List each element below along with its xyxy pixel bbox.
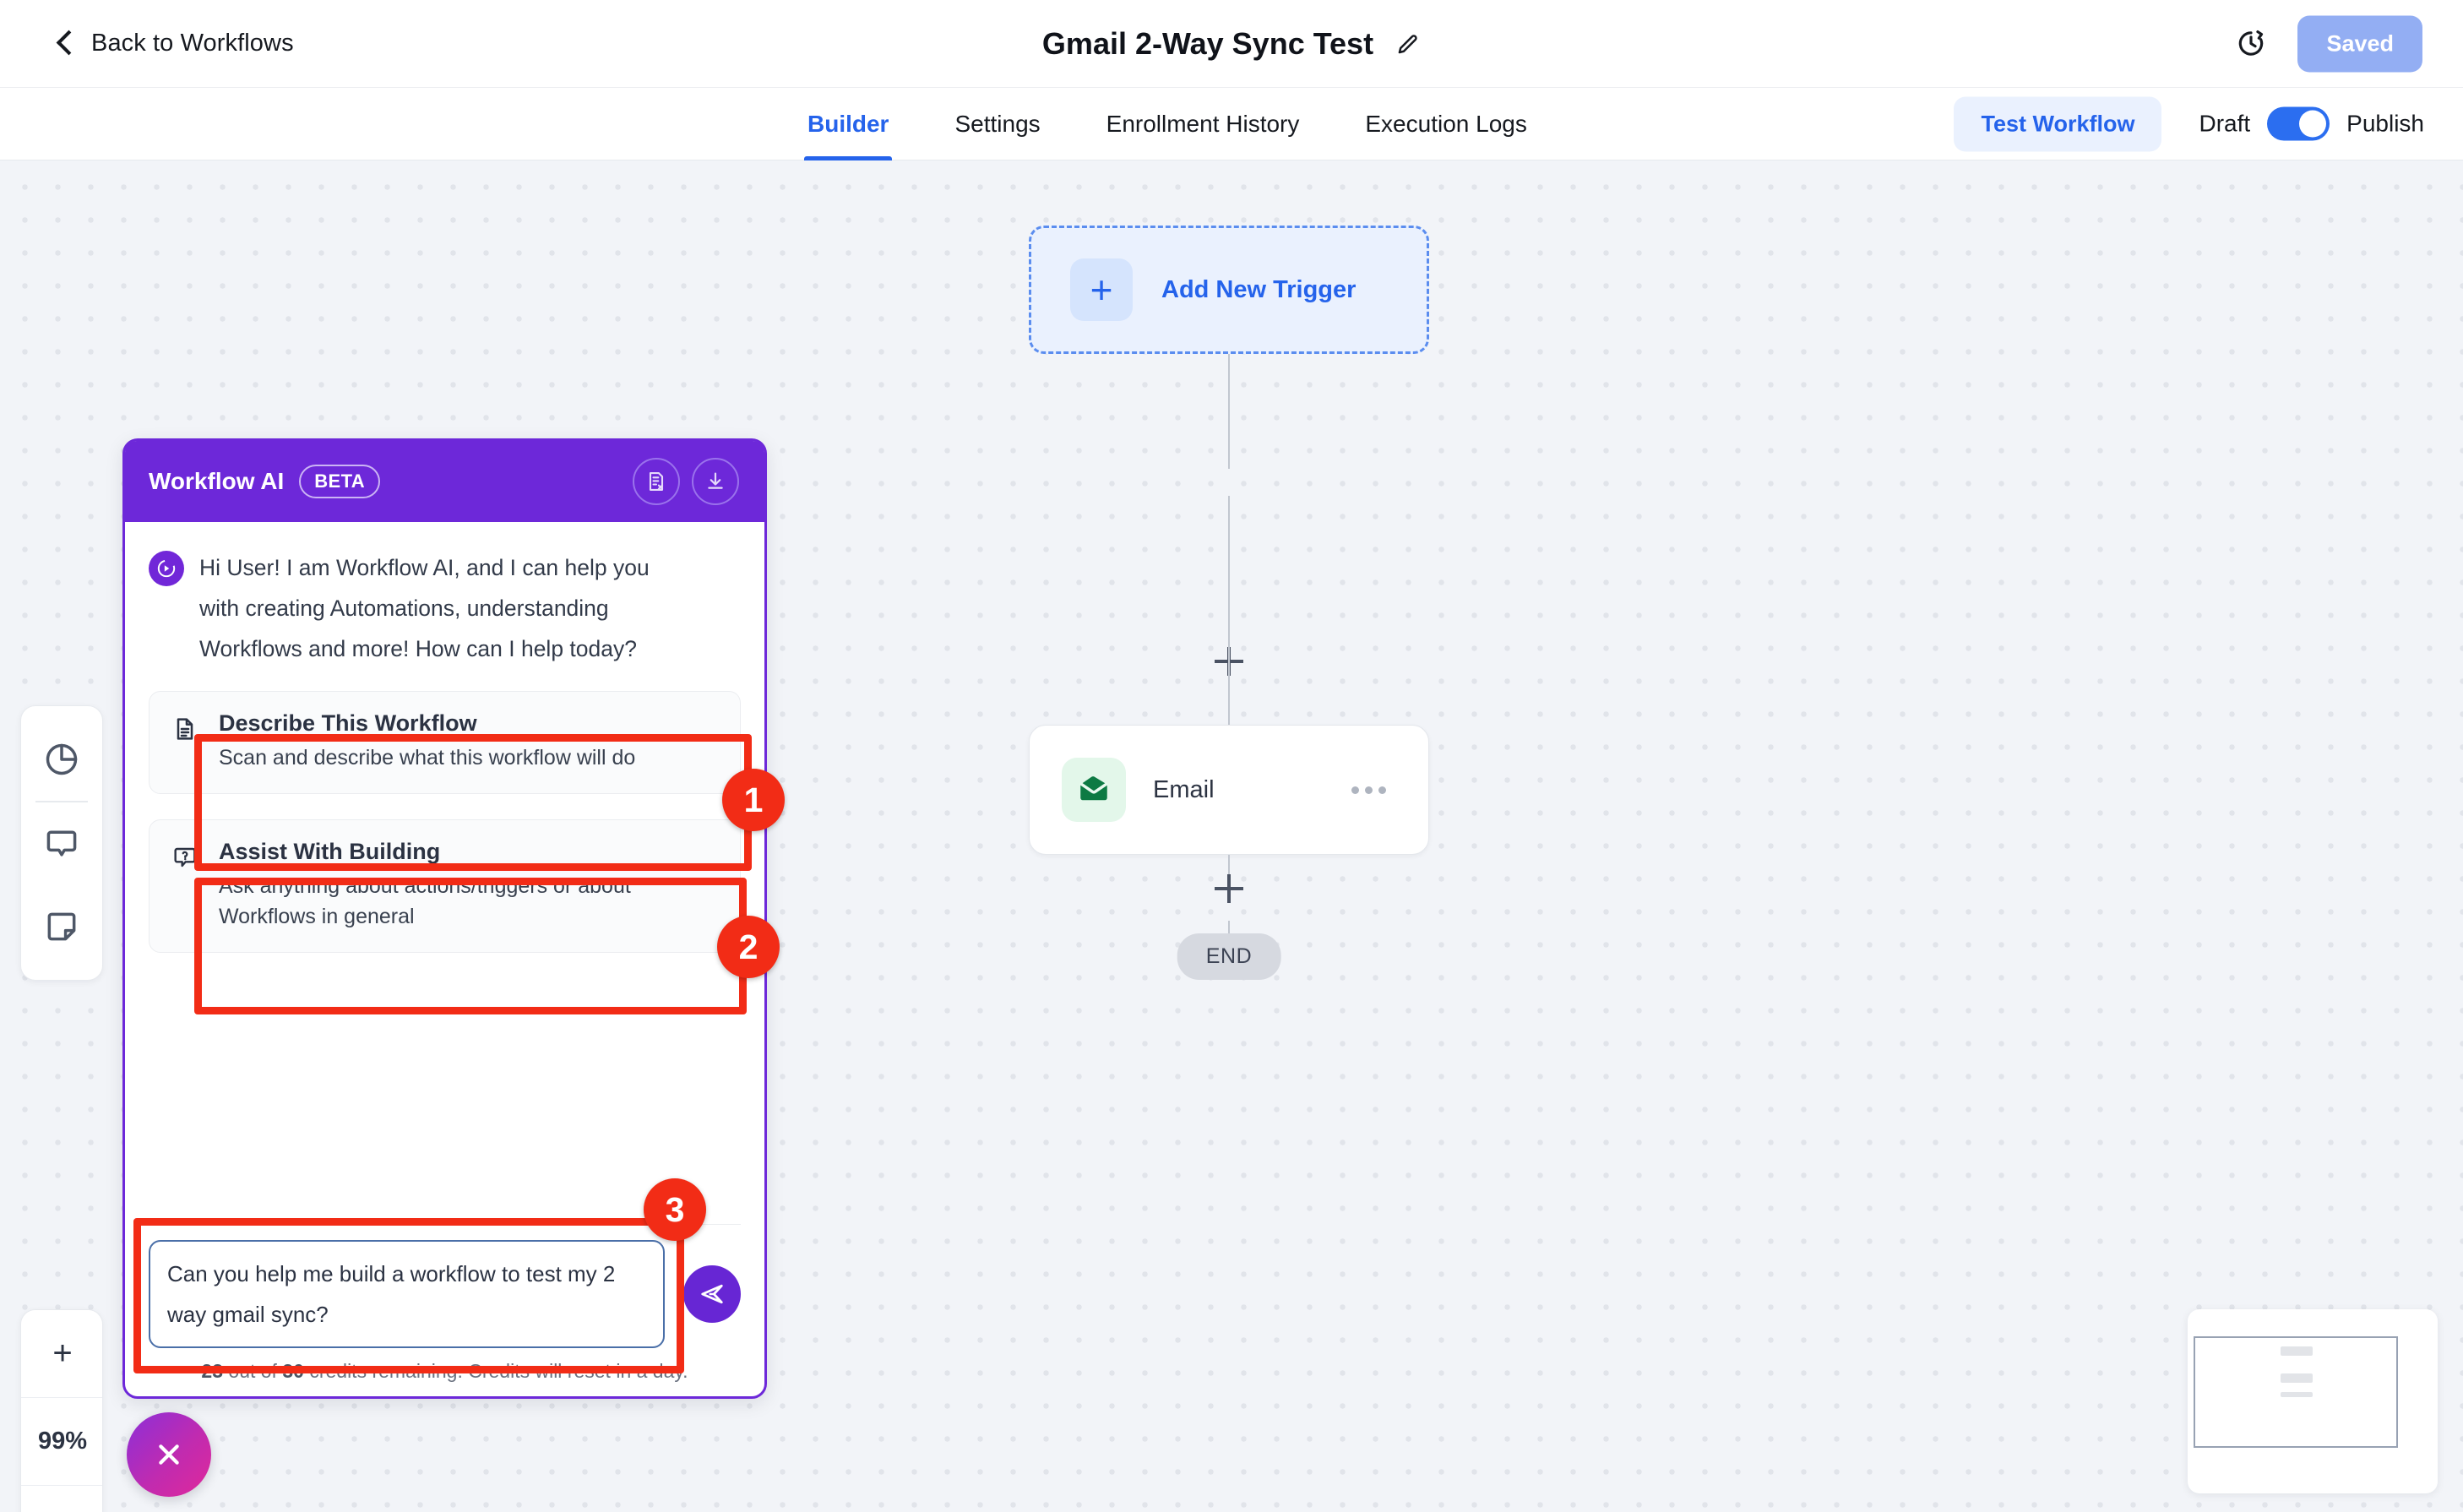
connector-line <box>1228 496 1230 725</box>
workflow-title-group: Gmail 2-Way Sync Test <box>1042 26 1421 62</box>
credits-total: 30 <box>282 1360 304 1382</box>
tab-bar-actions: Test Workflow Draft Publish <box>1954 96 2424 151</box>
test-workflow-button[interactable]: Test Workflow <box>1954 96 2162 151</box>
download-icon[interactable] <box>692 458 739 505</box>
describe-this-workflow-suggestion[interactable]: Describe This Workflow Scan and describe… <box>149 691 741 794</box>
add-step-handle-2[interactable] <box>1215 874 1243 903</box>
tab-builder[interactable]: Builder <box>804 88 893 160</box>
clock-history-icon[interactable] <box>2235 28 2267 60</box>
plus-icon: + <box>1070 258 1133 321</box>
envelope-icon <box>1062 758 1126 822</box>
document-icon <box>171 710 202 773</box>
workflow-ai-header-actions <box>633 458 739 505</box>
send-button[interactable] <box>683 1265 741 1323</box>
chat-input[interactable] <box>149 1240 665 1348</box>
back-to-workflows-button[interactable]: Back to Workflows <box>54 29 294 59</box>
chevron-left-icon <box>54 29 76 59</box>
suggestion-list: Describe This Workflow Scan and describe… <box>149 691 741 953</box>
workflow-ai-footer: 23 out of 30 credits remaining. Credits … <box>125 1224 764 1396</box>
end-node: END <box>1177 933 1281 980</box>
analytics-icon[interactable] <box>20 718 103 801</box>
top-bar-actions: Saved <box>2235 15 2422 72</box>
ellipsis-icon[interactable] <box>1343 778 1395 802</box>
note-icon[interactable] <box>20 885 103 968</box>
assistant-message: Hi User! I am Workflow AI, and I can hel… <box>149 547 741 669</box>
publish-toggle-group: Draft Publish <box>2199 106 2424 141</box>
minimap-viewport[interactable] <box>2194 1336 2398 1448</box>
zoom-out-button[interactable]: — <box>21 1486 102 1512</box>
suggestion-title: Describe This Workflow <box>219 710 477 736</box>
tab-enrollment-history[interactable]: Enrollment History <box>1106 111 1300 137</box>
add-new-trigger-label: Add New Trigger <box>1161 275 1357 303</box>
credits-mid: out of <box>223 1360 283 1382</box>
tab-list: Builder Settings Enrollment History Exec… <box>804 88 1531 160</box>
email-action-node[interactable]: Email <box>1029 725 1429 855</box>
toggle-knob <box>2299 110 2327 138</box>
zoom-in-button[interactable]: + <box>21 1310 102 1398</box>
zoom-controls: + 99% — <box>20 1309 103 1512</box>
close-icon <box>159 1444 179 1465</box>
workflow-ai-panel: Workflow AI BETA <box>122 438 767 1399</box>
back-to-workflows-label: Back to Workflows <box>91 30 294 57</box>
beta-badge: BETA <box>299 465 381 498</box>
minimap-node <box>2281 1346 2313 1356</box>
send-icon <box>701 1284 723 1304</box>
publish-label: Publish <box>2346 110 2424 137</box>
assistant-greeting-text: Hi User! I am Workflow AI, and I can hel… <box>199 555 650 661</box>
email-node-label: Email <box>1153 775 1215 803</box>
credits-text: 23 out of 30 credits remaining. Credits … <box>149 1360 741 1383</box>
tab-execution-logs[interactable]: Execution Logs <box>1365 111 1527 137</box>
add-new-trigger-node[interactable]: + Add New Trigger <box>1029 226 1429 354</box>
credits-end: credits remaining. Credits will reset in… <box>303 1360 688 1382</box>
top-bar: Back to Workflows Gmail 2-Way Sync Test … <box>0 0 2463 88</box>
workflow-canvas[interactable]: + Add New Trigger Email END <box>0 160 2463 1512</box>
chat-input-row <box>149 1240 741 1348</box>
assist-with-building-suggestion[interactable]: Assist With Building Ask anything about … <box>149 819 741 953</box>
tab-settings[interactable]: Settings <box>954 111 1041 137</box>
close-ai-panel-button[interactable] <box>127 1412 211 1497</box>
minimap-node <box>2281 1373 2313 1383</box>
comment-icon[interactable] <box>20 802 103 885</box>
workflow-ai-header: Workflow AI BETA <box>125 441 764 522</box>
page-title: Gmail 2-Way Sync Test <box>1041 25 1374 61</box>
connector-line <box>1228 354 1230 469</box>
divider <box>35 801 88 802</box>
minimap-node <box>2281 1392 2313 1397</box>
tab-bar: Builder Settings Enrollment History Exec… <box>0 88 2463 160</box>
pencil-icon[interactable] <box>1395 31 1421 57</box>
publish-toggle[interactable] <box>2267 106 2330 141</box>
workflow-ai-avatar-icon <box>149 551 184 586</box>
credits-used: 23 <box>201 1360 224 1382</box>
suggestion-subtitle: Ask anything about actions/triggers or a… <box>219 874 631 928</box>
zoom-level-label[interactable]: 99% <box>21 1398 102 1486</box>
suggestion-title: Assist With Building <box>219 839 441 864</box>
suggestion-subtitle: Scan and describe what this workflow wil… <box>219 746 636 770</box>
workflow-ai-conversation: Hi User! I am Workflow AI, and I can hel… <box>125 522 764 1224</box>
workflow-ai-title: Workflow AI <box>149 468 285 494</box>
save-button[interactable]: Saved <box>2297 15 2422 72</box>
draft-label: Draft <box>2199 110 2251 137</box>
divider <box>149 1224 741 1225</box>
canvas-tool-stack <box>20 705 103 981</box>
minimap[interactable] <box>2188 1309 2438 1493</box>
clear-chat-icon[interactable] <box>633 458 680 505</box>
question-bubble-icon <box>171 839 202 932</box>
connector-line <box>1228 855 1230 892</box>
